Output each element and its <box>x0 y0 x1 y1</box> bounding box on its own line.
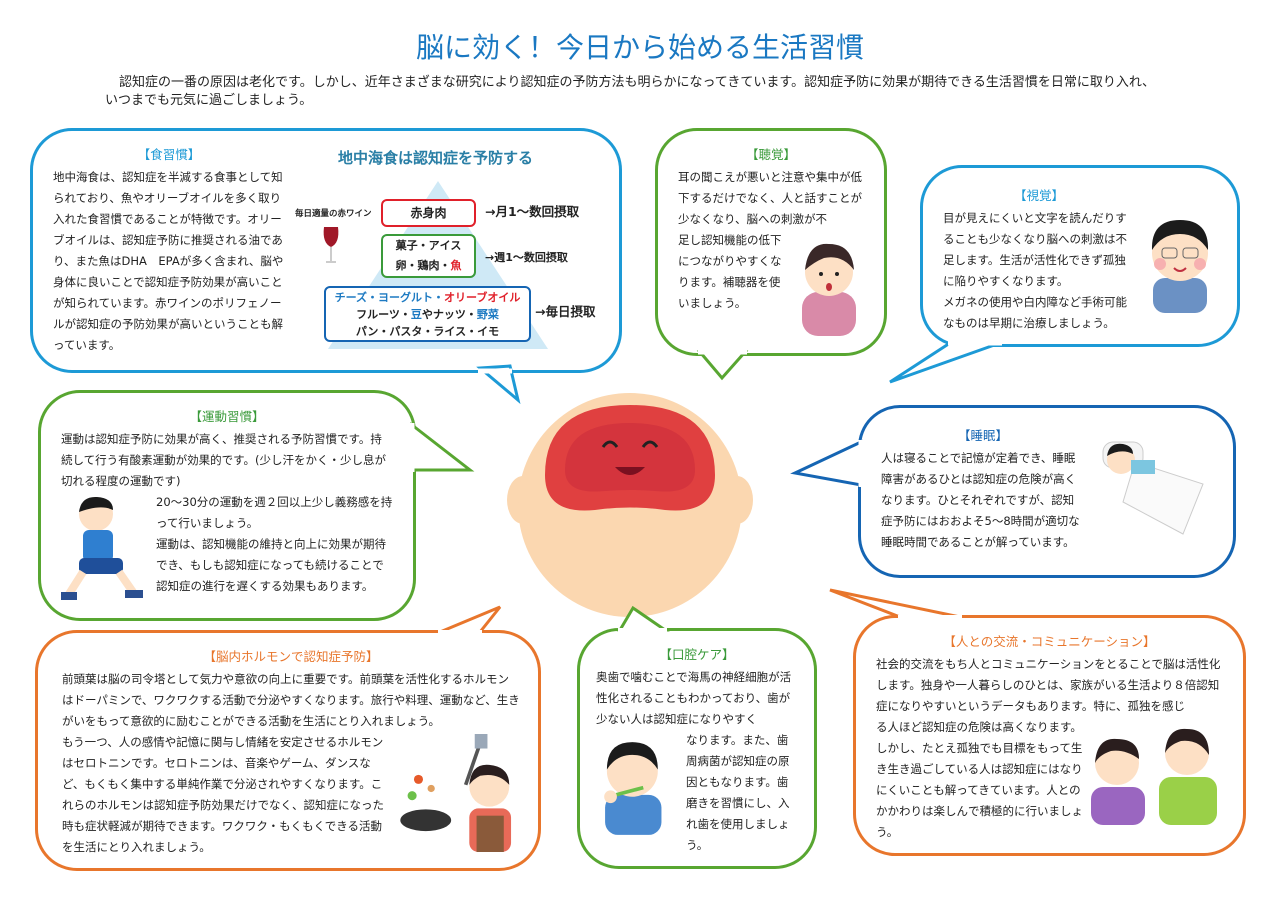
vision-text-1: 目が見えにくいと文字を読んだりすることも少なくなり脳への刺激は不足します。生活が… <box>943 211 1127 288</box>
page-title: 脳に効く！今日から始める生活習慣 <box>415 31 864 64</box>
vision-heading: 【視覚】 <box>1013 188 1064 203</box>
sleep-bubble: 【睡眠】 人は寝ることで記憶が定着でき、睡眠障害があるひとは認知症の危険が高くな… <box>858 405 1236 578</box>
exercise-heading: 【運動習慣】 <box>189 409 265 424</box>
man-glasses-illustration <box>1151 220 1209 313</box>
communication-tail <box>829 588 961 619</box>
tier3-note: →毎日摂取 <box>535 304 596 319</box>
exercise-tail <box>410 421 475 472</box>
hearing-heading: 【聴覚】 <box>745 147 796 162</box>
communication-heading: 【人との交流・コミュニケーション】 <box>943 634 1156 649</box>
hearing-body-top: 耳の聞こえが悪いと注意や集中が低下するだけでなく、人と話すことが少なくなり、脳へ… <box>678 170 862 226</box>
two-women-talking-illustration <box>1091 728 1217 825</box>
oral-body-bottom: なります。また、歯周病菌が認知症の原因ともなります。歯磨きを習慣にし、入れ歯を使… <box>686 733 790 852</box>
sleep-tail <box>790 439 863 487</box>
hearing-bubble: 【聴覚】 耳の聞こえが悪いと注意や集中が低下するだけでなく、人と話すことが少なく… <box>655 128 887 356</box>
tier3-line3: パン・パスタ・ライス・イモ <box>355 325 500 338</box>
hearing-body-bottom: 足し認知機能の低下につながりやすくなります。補聴器を使いましょう。 <box>678 233 782 310</box>
intro-text: 認知症の一番の原因は老化です。しかし、近年さまざまな研究により認知症の予防方法も… <box>105 75 1155 108</box>
wine-glass-icon <box>323 227 339 263</box>
communication-body-bottom: る人ほど認知症の危険は高くなります。しかし、たとえ孤独でも目標をもって生き生き過… <box>876 720 1083 839</box>
tier3-part: フルーツ・ <box>356 308 411 321</box>
hormone-body-bottom: もう一つ、人の感情や記憶に関与し情緒を安定させるホルモンはセロトニンです。セロト… <box>62 735 384 854</box>
tier3-part: チーズ・ヨーグルト・ <box>334 291 445 304</box>
hormone-body-top: 前頭葉は脳の司令塔として気力や意欲の向上に重要です。前頭葉を活性化するホルモンは… <box>62 672 520 728</box>
wine-label: 毎日適量の赤ワイン <box>295 209 372 219</box>
brain-character-illustration <box>507 393 753 617</box>
tier3-line1: チーズ・ヨーグルト・オリーブオイル <box>326 289 529 306</box>
brain-hormone-bubble: 【脳内ホルモンで認知症予防】 前頭葉は脳の司令塔として気力や意欲の向上に重要です… <box>35 630 541 871</box>
tier3-line2: フルーツ・豆やナッツ・野菜 <box>326 306 529 323</box>
tier1-note: →月1〜数回摂取 <box>485 204 580 219</box>
exercise-text-1: 20〜30分の運動を週２回以上少し義務感を持って行いましょう。 <box>156 495 393 530</box>
tier2-line1: 菓子・アイス <box>395 239 462 252</box>
tier3-part: やナッツ・ <box>421 308 477 321</box>
tier2-part: 卵・鶏肉・ <box>395 259 451 272</box>
tier3-olive: オリーブオイル <box>444 291 521 304</box>
sleep-body: 人は寝ることで記憶が定着でき、睡眠障害があるひとは認知症の危険が高くなります。ひ… <box>881 451 1080 549</box>
man-brushing-teeth-illustration <box>604 742 662 835</box>
exercise-body-top: 運動は認知症予防に効果が高く、推奨される予防習慣です。持続して行う有酸素運動が効… <box>61 432 386 488</box>
food-heading: 【食習慣】 <box>137 147 201 162</box>
food-body: 地中海食は、認知症を半減する食事として知られており、魚やオリーブオイルを多く取り… <box>53 170 284 352</box>
exercise-bubble: 【運動習慣】 運動は認知症予防に効果が高く、推奨される予防習慣です。持続して行う… <box>38 390 416 621</box>
vision-body: 目が見えにくいと文字を読んだりすることも少なくなり脳への刺激は不足します。生活が… <box>943 208 1217 334</box>
tier-red-meat: 赤身肉 <box>381 199 476 227</box>
oral-body-top: 奥歯で噛むことで海馬の神経細胞が活性化されることもわかっており、歯が少ない人は認… <box>596 670 792 726</box>
hormone-heading: 【脳内ホルモンで認知症予防】 <box>203 649 379 664</box>
hormone-tail <box>439 605 502 634</box>
woman-listening-illustration <box>802 243 856 336</box>
vision-bubble: 【視覚】 目が見えにくいと文字を読んだりすることも少なくなり脳への刺激は不足しま… <box>920 165 1240 347</box>
exercise-text-2: 運動は、認知機能の維持と向上に効果が期待でき、もしも認知症になっても続けることで… <box>156 537 386 593</box>
tier3-veg: 野菜 <box>476 308 499 321</box>
tier2-note: →週1〜数回摂取 <box>485 251 568 264</box>
chart-title: 地中海食は認知症を予防する <box>338 149 534 167</box>
tier2-fish: 魚 <box>450 259 462 272</box>
food-habit-bubble: 【食習慣】 地中海食は、認知症を半減する食事として知られており、魚やオリーブオイ… <box>30 128 622 373</box>
person-sleeping-illustration <box>1102 441 1204 535</box>
sleep-heading: 【睡眠】 <box>957 428 1008 443</box>
food-text-column: 【食習慣】 地中海食は、認知症を半減する食事として知られており、魚やオリーブオイ… <box>53 145 285 356</box>
tier1-label: 赤身肉 <box>410 206 447 220</box>
tier2-line2: 卵・鶏肉・魚 <box>383 256 474 276</box>
communication-bubble: 【人との交流・コミュニケーション】 社会的交流をもち人とコミュニケーションをとる… <box>853 615 1246 856</box>
vision-text-2: メガネの使用や白内障など手術可能なものは早期に治療しましょう。 <box>943 295 1127 330</box>
tier-daily: チーズ・ヨーグルト・オリーブオイル フルーツ・豆やナッツ・野菜 パン・パスタ・ラ… <box>324 286 531 342</box>
oral-heading: 【口腔ケア】 <box>659 647 735 662</box>
woman-cooking-illustration <box>400 734 512 852</box>
man-stretching-illustration <box>61 496 143 600</box>
communication-body-top: 社会的交流をもち人とコミュニケーションをとることで脳は活性化します。独身や一人暮… <box>876 657 1221 713</box>
exercise-body-bottom: 20〜30分の運動を週２回以上少し義務感を持って行いましょう。運動は、認知機能の… <box>156 492 393 597</box>
vision-tail <box>889 341 1001 384</box>
oral-care-bubble: 【口腔ケア】 奥歯で噛むことで海馬の神経細胞が活性化されることもわかっており、歯… <box>577 628 817 869</box>
tier-sweets-eggs: 菓子・アイス 卵・鶏肉・魚 <box>381 234 476 278</box>
tier3-beans: 豆 <box>410 308 422 321</box>
